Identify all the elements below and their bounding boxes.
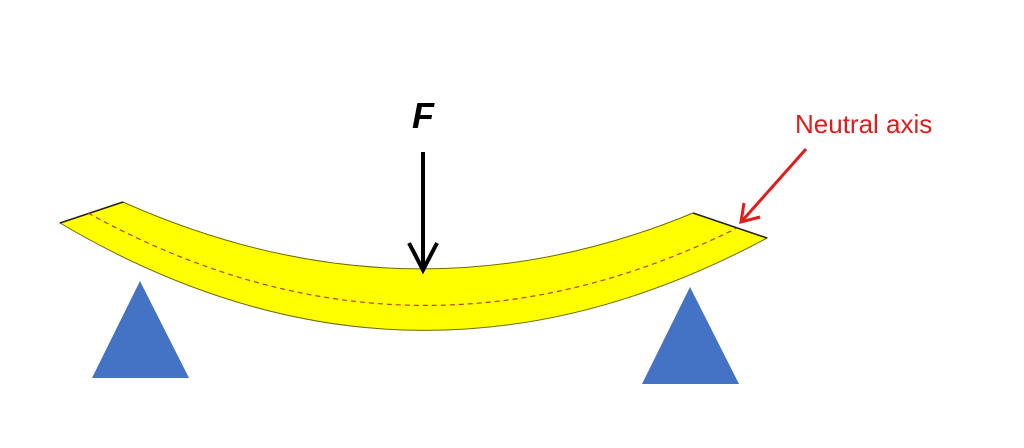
beam-left-end-edge xyxy=(59,201,124,224)
neutral-axis-pointer-arrow xyxy=(739,148,808,225)
force-label: F xyxy=(412,95,434,136)
neutral-axis-label: Neutral axis xyxy=(795,109,933,139)
bent-beam xyxy=(58,201,769,331)
beam-right-end-edge xyxy=(692,212,768,239)
neutral-axis-line xyxy=(87,212,738,307)
force-arrow xyxy=(407,152,439,275)
left-support-triangle xyxy=(92,281,189,378)
right-support-triangle xyxy=(642,287,739,384)
